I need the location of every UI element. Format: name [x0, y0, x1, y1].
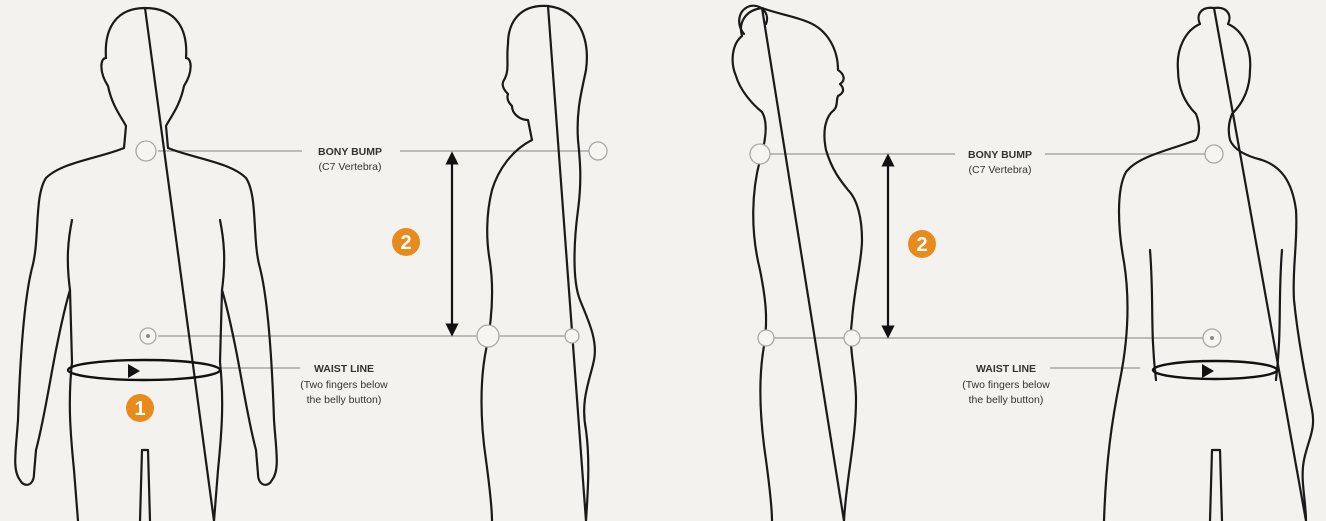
- female-side-body-outline: [733, 8, 862, 521]
- male-badge-2: 2: [392, 228, 420, 256]
- female-bony-bump-subtitle: (C7 Vertebra): [968, 164, 1031, 176]
- male-waist-subtitle-line1: (Two fingers below: [300, 379, 388, 391]
- male-badge-1: 1: [126, 394, 154, 422]
- male-front-body-outline: [15, 8, 277, 521]
- male-side-back-waist-marker: [565, 329, 579, 343]
- svg-text:1: 1: [134, 398, 145, 420]
- female-badge-2: 2: [908, 230, 936, 258]
- female-front-inner-arm-left: [1150, 250, 1156, 380]
- male-bony-bump-title: BONY BUMP: [318, 146, 382, 158]
- male-front-waist-marker: [140, 328, 156, 344]
- female-waist-subtitle-line2: the belly button): [969, 394, 1044, 406]
- male-front-inner-arm-right: [220, 220, 224, 290]
- female-front-c7-marker: [1205, 145, 1223, 163]
- male-waist-title: WAIST LINE: [314, 363, 374, 375]
- male-bony-bump-subtitle: (C7 Vertebra): [318, 161, 381, 173]
- male-waist-direction-arrow: [128, 364, 140, 378]
- female-waist-subtitle-line1: (Two fingers below: [962, 379, 1050, 391]
- male-front-c7-marker: [136, 141, 156, 161]
- female-waist-circumference-ellipse: [1153, 361, 1277, 379]
- svg-text:2: 2: [916, 234, 927, 256]
- male-front-crotch: [140, 450, 150, 521]
- female-front-crotch: [1210, 450, 1222, 521]
- male-front-inner-arm-left: [68, 220, 72, 290]
- female-side-c7-marker: [750, 144, 770, 164]
- female-bony-bump-title: BONY BUMP: [968, 149, 1032, 161]
- female-panel: 2 BONY BUMP (C7 Vertebra) WAIST LINE (Tw…: [733, 6, 1313, 521]
- female-waist-direction-arrow: [1202, 364, 1214, 378]
- female-front-inner-arm-right: [1276, 250, 1282, 380]
- female-front-waist-marker: [1203, 329, 1221, 347]
- female-side-waist-marker-back: [758, 330, 774, 346]
- female-side-waist-marker-front: [844, 330, 860, 346]
- male-waist-subtitle-line2: the belly button): [307, 394, 382, 406]
- male-side-c7-marker: [589, 142, 607, 160]
- male-side-waist-marker: [477, 325, 499, 347]
- male-side-body-outline: [482, 6, 595, 521]
- male-waist-circumference-ellipse: [68, 360, 220, 380]
- female-waist-title: WAIST LINE: [976, 363, 1036, 375]
- svg-text:2: 2: [400, 232, 411, 254]
- male-panel: 1 2 BONY BUMP (C7 Vertebra) WAIST LINE (…: [15, 6, 607, 521]
